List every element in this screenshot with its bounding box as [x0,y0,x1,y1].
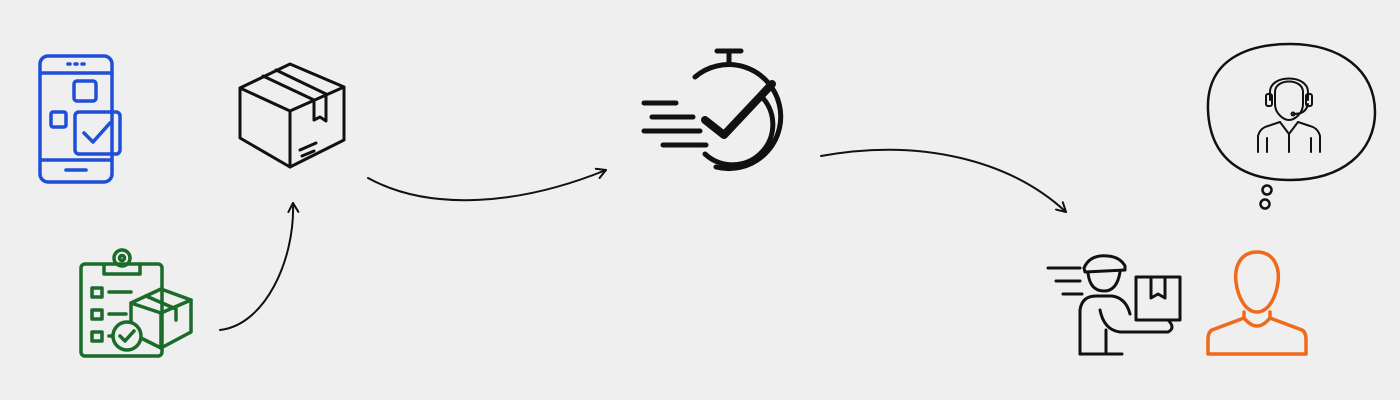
arrow-package-to-stopwatch [367,167,607,202]
arrow-checklist-to-package [219,202,300,331]
smartphone-check-icon [38,54,122,184]
user-outline-icon [1206,250,1308,356]
stopwatch-check-icon [641,48,784,172]
cardboard-box-icon [238,62,346,169]
arrow-stopwatch-to-courier [820,148,1067,213]
support-agent-thought-bubble-icon [1206,42,1377,210]
delivery-person-icon [1046,254,1182,356]
clipboard-checklist-package-icon [79,248,193,358]
